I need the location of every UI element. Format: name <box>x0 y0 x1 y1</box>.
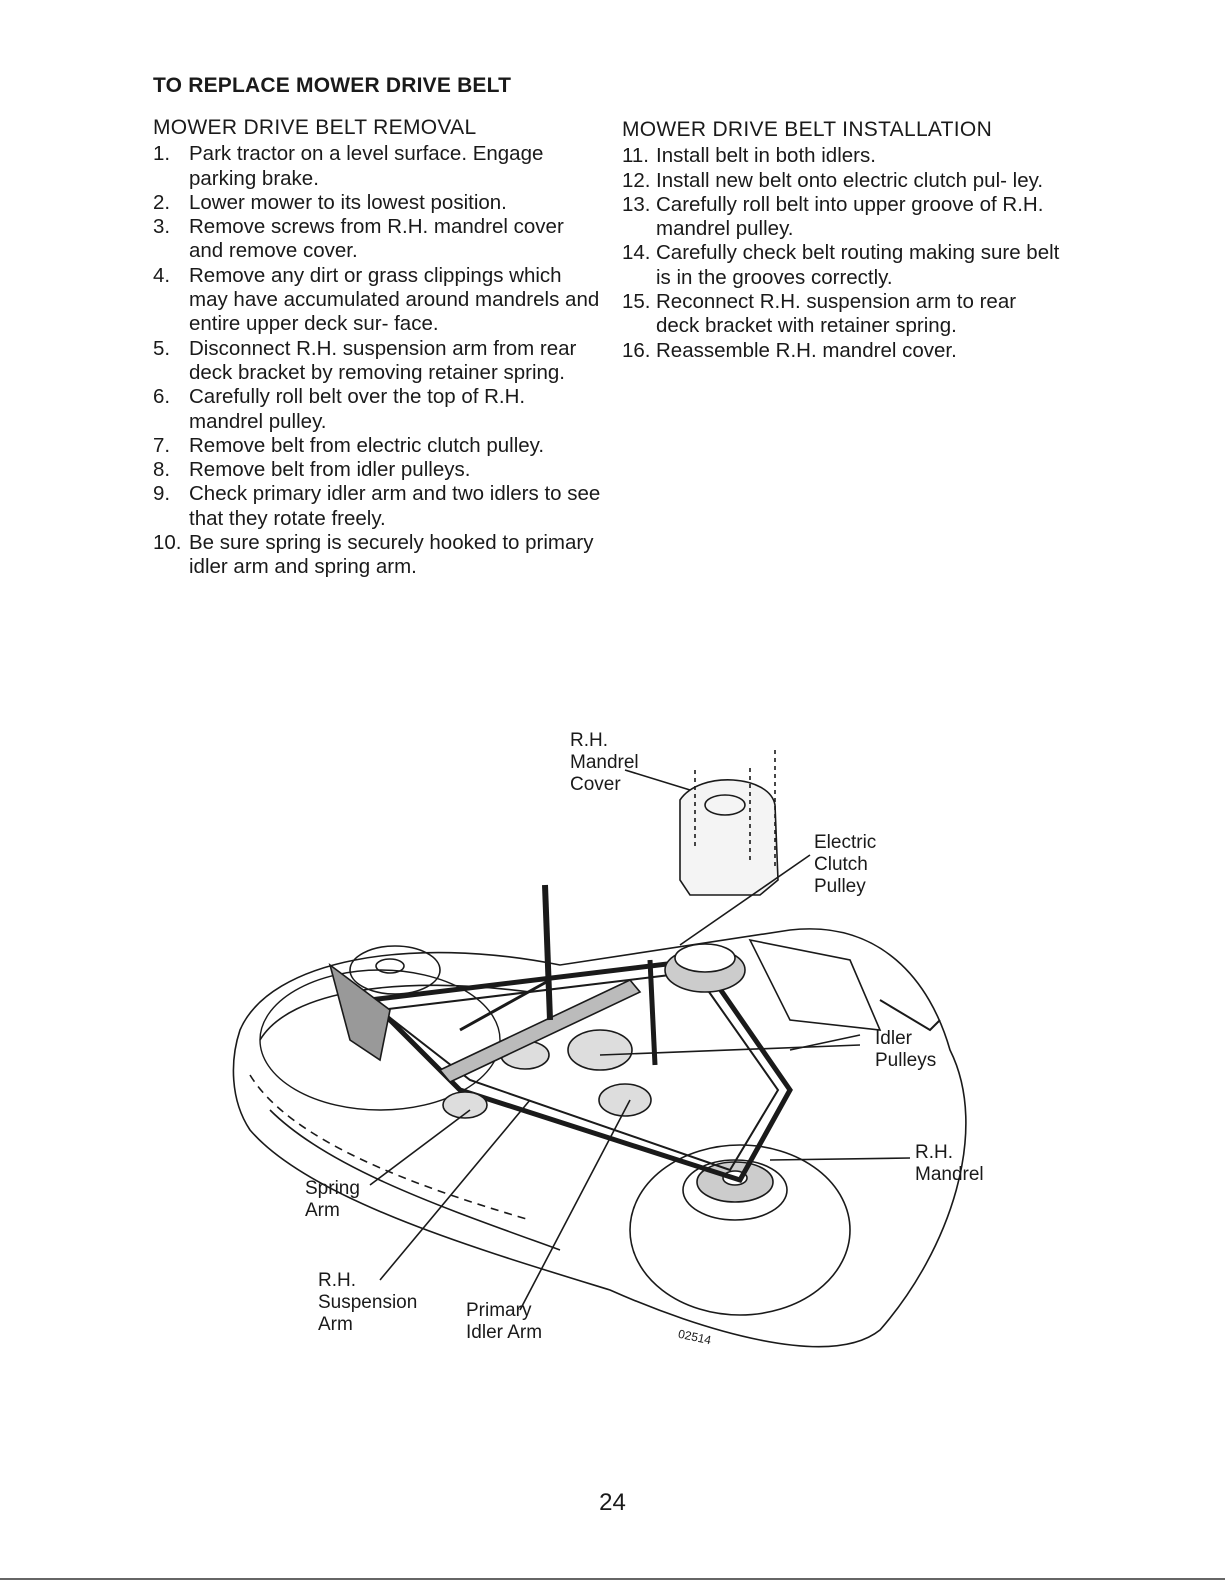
step-item: 11. Install belt in both idlers. <box>622 144 1062 168</box>
step-text: Park tractor on a level surface. Engage … <box>189 142 544 190</box>
installation-section: MOWER DRIVE BELT INSTALLATION 11. Install… <box>622 118 1062 363</box>
step-text: Lower mower to its lowest position. <box>189 190 507 214</box>
bottom-rule <box>0 1578 1225 1580</box>
step-text: Reassemble R.H. mandrel cover. <box>656 338 957 362</box>
step-item: 13.Carefully roll belt into upper groove… <box>622 193 1062 242</box>
installation-steps: 11. Install belt in both idlers.12.Instal… <box>622 144 1062 363</box>
step-item: 12.Install new belt onto electric clutch… <box>622 169 1062 193</box>
step-number: 10. <box>153 531 182 555</box>
step-item: 6. Carefully roll belt over the top of R.… <box>153 385 603 434</box>
step-item: 16.Reassemble R.H. mandrel cover. <box>622 339 1062 363</box>
removal-section: MOWER DRIVE BELT REMOVAL 1. Park tractor … <box>153 116 603 580</box>
step-text: Carefully roll belt into upper groove of… <box>656 192 1044 241</box>
mower-deck-diagram: R.H. Mandrel Cover Electric Clutch Pulle… <box>230 730 1030 1370</box>
step-text: Reconnect R.H. suspension arm to rear de… <box>656 290 1017 338</box>
step-number: 2. <box>153 190 171 214</box>
step-number: 15. <box>622 290 651 314</box>
step-item: 1. Park tractor on a level surface. Engag… <box>153 142 603 191</box>
step-text: Remove screws from R.H. mandrel cover an… <box>189 215 564 263</box>
step-number: 12. <box>622 168 651 192</box>
label-electric-clutch-pulley: Electric Clutch Pulley <box>814 832 877 897</box>
label-rh-mandrel: R.H. Mandrel <box>915 1142 984 1185</box>
step-number: 7. <box>153 433 171 457</box>
step-item: 9. Check primary idler arm and two idlers… <box>153 482 603 531</box>
step-item: 5. Disconnect R.H. suspension arm from re… <box>153 337 603 386</box>
label-spring-arm: Spring Arm <box>305 1178 360 1221</box>
step-number: 9. <box>153 482 171 506</box>
step-number: 3. <box>153 215 171 239</box>
label-rh-mandrel-cover: R.H. Mandrel Cover <box>570 730 639 795</box>
step-number: 6. <box>153 385 171 409</box>
step-text: Disconnect R.H. suspension arm from rear… <box>189 336 577 384</box>
step-text: Remove belt from idler pulleys. <box>189 458 471 482</box>
installation-heading: MOWER DRIVE BELT INSTALLATION <box>622 118 993 141</box>
step-text: Remove belt from electric clutch pulley. <box>189 433 545 457</box>
label-idler-pulleys: Idler Pulleys <box>875 1028 937 1071</box>
step-item: 3. Remove screws from R.H. mandrel cover … <box>153 215 603 264</box>
step-item: 4. Remove any dirt or grass clippings whi… <box>153 264 603 337</box>
step-item: 15.Reconnect R.H. suspension arm to rear… <box>622 290 1062 339</box>
step-number: 5. <box>153 336 171 360</box>
removal-heading: MOWER DRIVE BELT REMOVAL <box>153 116 477 139</box>
step-item: 10. Be sure spring is securely hooked to … <box>153 531 603 580</box>
step-text: Install belt in both idlers. <box>656 144 876 168</box>
step-text: Carefully check belt routing making sure… <box>656 241 1060 289</box>
label-primary-idler-arm: Primary Idler Arm <box>466 1300 543 1343</box>
step-item: 8. Remove belt from idler pulleys. <box>153 458 603 482</box>
step-item: 2. Lower mower to its lowest position. <box>153 191 603 215</box>
mower-deck-illustration <box>232 750 967 1348</box>
step-number: 16. <box>622 338 651 362</box>
step-number: 11. <box>622 144 649 168</box>
step-text: Check primary idler arm and two idlers t… <box>189 482 601 530</box>
removal-steps: 1. Park tractor on a level surface. Engag… <box>153 142 603 579</box>
label-rh-suspension-arm: R.H. Suspension Arm <box>318 1270 418 1335</box>
step-number: 13. <box>622 192 651 216</box>
step-number: 14. <box>622 241 651 265</box>
step-number: 4. <box>153 263 171 287</box>
step-text: Remove any dirt or grass clippings which… <box>189 263 600 336</box>
step-text: Be sure spring is securely hooked to pri… <box>189 531 594 579</box>
step-item: 14.Carefully check belt routing making s… <box>622 241 1062 290</box>
step-text: Carefully roll belt over the top of R.H.… <box>189 385 526 433</box>
step-number: 8. <box>153 458 171 482</box>
page-number: 24 <box>599 1489 626 1516</box>
step-item: 7. Remove belt from electric clutch pulle… <box>153 434 603 458</box>
page-title: TO REPLACE MOWER DRIVE BELT <box>153 74 512 97</box>
step-text: Install new belt onto electric clutch pu… <box>656 168 1044 192</box>
step-number: 1. <box>153 142 171 166</box>
